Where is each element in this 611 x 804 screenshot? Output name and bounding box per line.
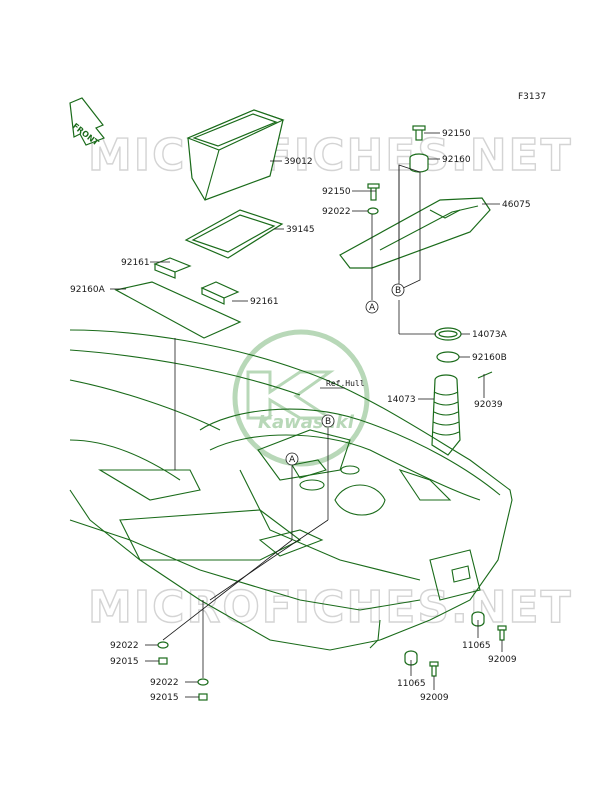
label-92160A: 92160A: [70, 285, 106, 295]
label-92009-bottom: 92009: [420, 693, 449, 703]
label-92022-top: 92022: [322, 207, 351, 217]
logo-text: Kawasaki: [258, 412, 355, 433]
figure-code: F3137: [518, 92, 546, 102]
label-92015-b: 92015: [150, 693, 179, 703]
bolt-92009-bottom: [429, 661, 439, 677]
callout-a-hull: A: [285, 452, 299, 466]
bolt-92150-mid: [367, 183, 380, 201]
svg-text:A: A: [289, 455, 296, 465]
bolt-92015-a: [158, 657, 168, 665]
front-arrow: FRONT: [69, 97, 105, 148]
callout-a-top: A: [365, 300, 379, 314]
ref-hull-label: Ref.Hull: [326, 379, 365, 388]
sheet-92160A: [114, 281, 242, 339]
pad-92161-right: [200, 281, 240, 305]
label-92160: 92160: [442, 155, 471, 165]
leader-lines: [110, 132, 503, 698]
label-14073A: 14073A: [472, 330, 508, 340]
label-39145: 39145: [286, 225, 315, 235]
svg-text:B: B: [325, 417, 331, 427]
gasket-39145: [184, 209, 284, 259]
label-92022-a: 92022: [110, 641, 139, 651]
washer-92022-a: [157, 641, 169, 649]
label-92022-b: 92022: [150, 678, 179, 688]
clamp-92039: [477, 371, 493, 379]
washer-92022-top: [367, 207, 379, 215]
svg-text:B: B: [395, 286, 401, 296]
pad-92161-left: [153, 257, 192, 279]
bolt-92009-right: [497, 625, 507, 641]
label-92161-right: 92161: [250, 297, 279, 307]
bolt-92015-b: [198, 693, 208, 701]
handle-46075: [339, 197, 491, 269]
label-46075: 46075: [502, 200, 531, 210]
washer-92022-b: [197, 678, 209, 686]
label-39012: 39012: [284, 157, 313, 167]
label-11065-bottom: 11065: [397, 679, 426, 689]
kawasaki-logo: Kawasaki: [232, 329, 370, 467]
label-92161-left: 92161: [121, 258, 150, 268]
collar-92160: [409, 153, 429, 173]
callout-b-top: B: [391, 283, 405, 297]
bolt-92150-top: [412, 125, 426, 141]
label-14073: 14073: [387, 395, 416, 405]
hull-body: [69, 329, 513, 651]
label-92150-top: 92150: [442, 129, 471, 139]
callout-b-hull: B: [321, 414, 335, 428]
ring-92160B: [436, 351, 460, 363]
label-92160B: 92160B: [472, 353, 507, 363]
storage-box-39012: [186, 109, 285, 201]
label-92150-mid: 92150: [322, 187, 351, 197]
label-92009-right: 92009: [488, 655, 517, 665]
label-11065-right: 11065: [462, 641, 491, 651]
bellows-14073: [431, 374, 461, 456]
label-92015-a: 92015: [110, 657, 139, 667]
watermark-bottom: MICROFICHES.NET: [88, 582, 573, 633]
svg-text:A: A: [369, 303, 376, 313]
label-92039: 92039: [474, 400, 503, 410]
watermark-top: MICROFICHES.NET: [88, 130, 573, 181]
